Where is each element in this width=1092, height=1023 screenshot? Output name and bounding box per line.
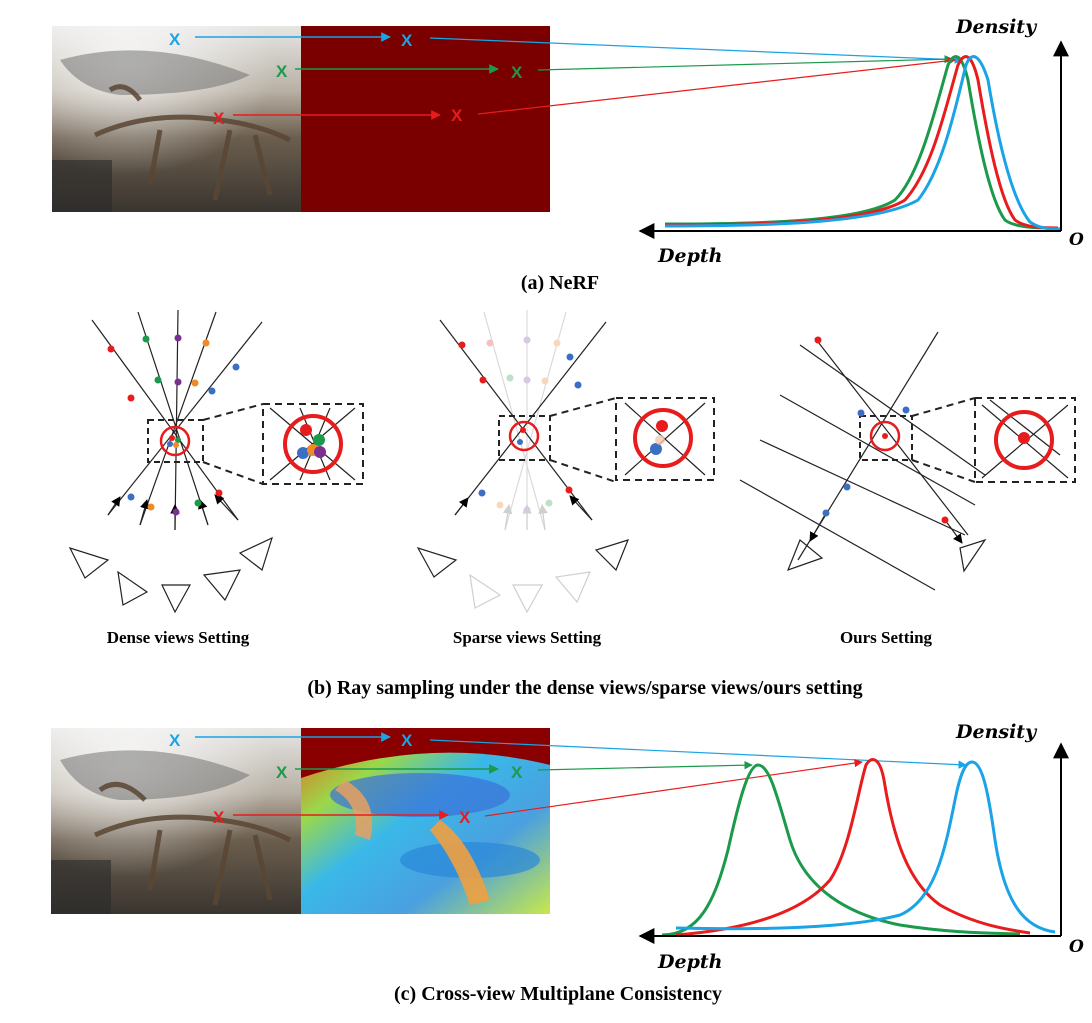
link-green-c (537, 760, 753, 771)
marker-green-dst-c: X (511, 763, 523, 782)
density-curve-red-c (675, 758, 1031, 937)
density-curve-green-a (664, 55, 1056, 230)
density-curve-blue-a (664, 55, 1061, 231)
marker-green-src-a: X (276, 62, 288, 81)
photo-image-c (51, 728, 301, 914)
panel-b: Dense views Setting Sparse views Setting… (68, 309, 1076, 699)
dense-views-diagram (68, 309, 364, 614)
depth-map-c (301, 728, 550, 914)
density-curve-red-a (664, 55, 1059, 230)
sparse-views-samples (458, 336, 668, 514)
ours-diagram (739, 331, 1076, 591)
density-curve-blue-c (675, 760, 1056, 934)
density-label-c: Density (955, 721, 1038, 743)
dense-views-samples (107, 334, 326, 516)
caption-c: (c) Cross-view Multiplane Consistency (394, 983, 722, 1005)
density-label-a: Density (955, 16, 1038, 38)
depth-label-a: Depth (657, 245, 722, 267)
setting-label-dense: Dense views Setting (107, 628, 250, 647)
photo-image-a (52, 26, 301, 212)
origin-label-a: O (1069, 230, 1084, 250)
marker-green-src-c: X (276, 763, 288, 782)
link-green-a (537, 55, 953, 71)
link-red-c (484, 758, 863, 817)
setting-label-ours: Ours Setting (840, 628, 933, 647)
panel-c: X X X X X X Density Depth O (c) Cross-vi… (51, 721, 1084, 1005)
origin-label-c: O (1069, 937, 1084, 957)
density-curve-green-c (661, 763, 1021, 937)
ours-samples (814, 336, 1030, 524)
marker-red-src-a: X (213, 109, 225, 128)
link-blue-a (429, 37, 963, 64)
caption-b: (b) Ray sampling under the dense views/s… (307, 677, 862, 699)
marker-blue-src-a: X (169, 30, 181, 49)
marker-blue-src-c: X (169, 731, 181, 750)
marker-blue-dst-a: X (401, 31, 413, 50)
depth-label-c: Depth (657, 951, 722, 973)
marker-red-dst-a: X (451, 106, 463, 125)
marker-red-src-c: X (213, 808, 225, 827)
setting-label-sparse: Sparse views Setting (453, 628, 602, 647)
panel-a: X X X X X X Density Depth O (a) NeRF (52, 16, 1084, 294)
marker-green-dst-a: X (511, 63, 523, 82)
sparse-views-diagram (416, 310, 715, 614)
depth-map-a (301, 26, 550, 212)
marker-blue-dst-c: X (401, 731, 413, 750)
marker-red-dst-c: X (459, 808, 471, 827)
link-red-a (477, 56, 956, 115)
caption-a: (a) NeRF (521, 272, 599, 294)
